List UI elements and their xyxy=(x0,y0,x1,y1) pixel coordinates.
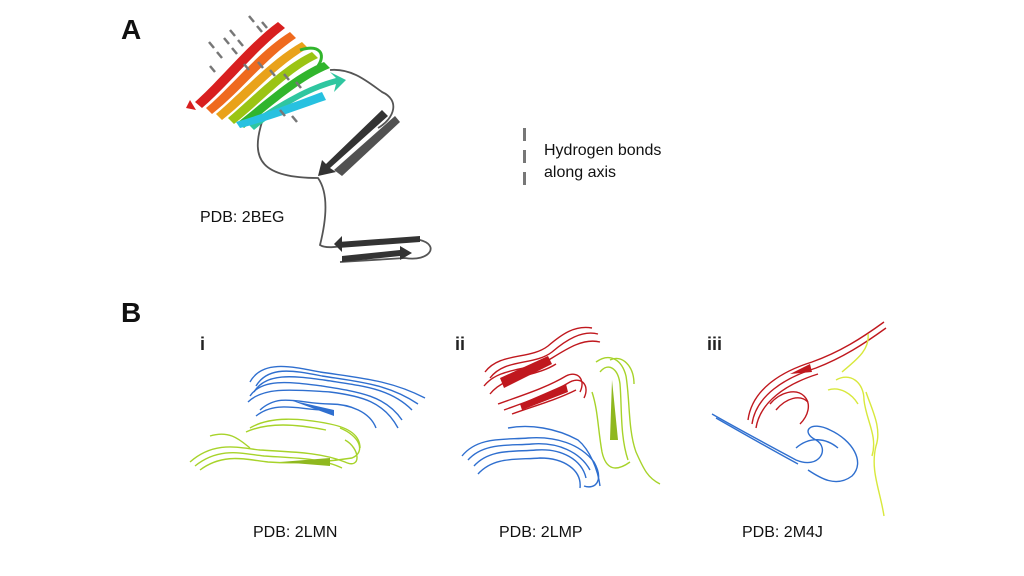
pdb-label-2lmn: PDB: 2LMN xyxy=(253,524,338,541)
loop-connector-upper xyxy=(329,69,395,129)
structure-2lmn xyxy=(189,365,426,471)
pdb-label-2lmp: PDB: 2LMP xyxy=(499,524,583,541)
structure-2m4j xyxy=(711,321,887,517)
subpanel-ii-letter: ii xyxy=(455,334,466,354)
pdb-label-2m4j: PDB: 2M4J xyxy=(742,524,823,541)
hydrogen-bond-dashes xyxy=(208,15,302,123)
structure-2lmp xyxy=(461,326,661,489)
legend-dash-icon xyxy=(523,172,526,185)
legend-dash-icon xyxy=(523,150,526,163)
subpanel-i-letter: i xyxy=(200,334,206,354)
subpanel-iii-letter: iii xyxy=(707,334,723,354)
colored-strand-stack xyxy=(186,22,346,130)
pdb-label-2beg: PDB: 2BEG xyxy=(200,209,285,226)
legend-dash-icon xyxy=(523,128,526,141)
loop-connector xyxy=(257,121,432,263)
dark-strands xyxy=(318,110,420,262)
panel-a-letter: A xyxy=(121,14,142,45)
legend-line-2: along axis xyxy=(544,164,617,181)
legend-text: Hydrogen bonds along axis xyxy=(544,140,661,184)
panel-b-letter: B xyxy=(121,297,142,328)
legend-line-1: Hydrogen bonds xyxy=(544,142,662,159)
